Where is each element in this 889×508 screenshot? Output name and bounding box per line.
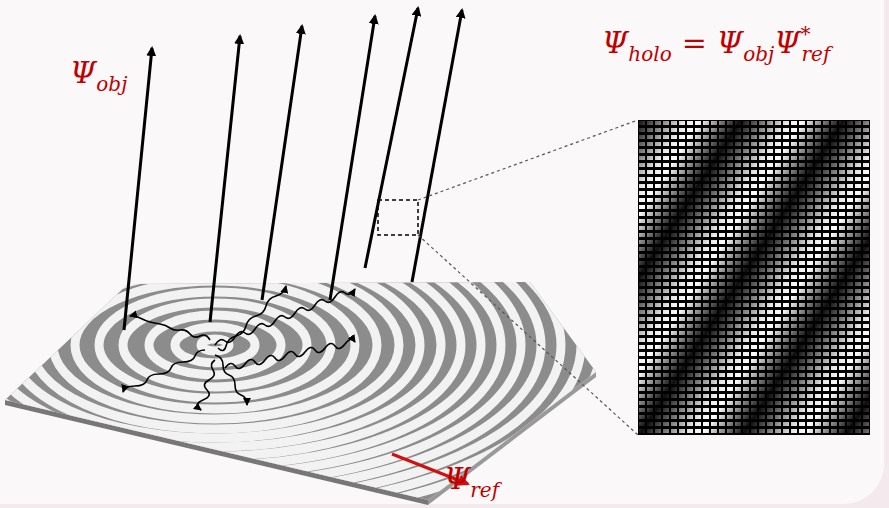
subscript: obj <box>743 42 774 66</box>
wavefunction-label: Ψref <box>444 464 499 494</box>
wavefunction-label: Ψobj <box>70 58 127 88</box>
equals-sign: = <box>682 25 707 60</box>
subscript: ref <box>470 478 499 502</box>
subscript: obj <box>96 72 127 96</box>
psi-symbol: Ψ <box>717 25 743 60</box>
subscript: ref <box>801 42 830 66</box>
subscript: holo <box>628 42 671 66</box>
psi-symbol: Ψ <box>774 25 800 60</box>
psi-symbol: Ψ <box>602 25 628 60</box>
psi-symbol: Ψ <box>70 55 96 90</box>
psi-symbol: Ψ <box>444 461 470 496</box>
wavefunction-label: Ψholo=ΨobjΨ*ref <box>602 28 830 58</box>
